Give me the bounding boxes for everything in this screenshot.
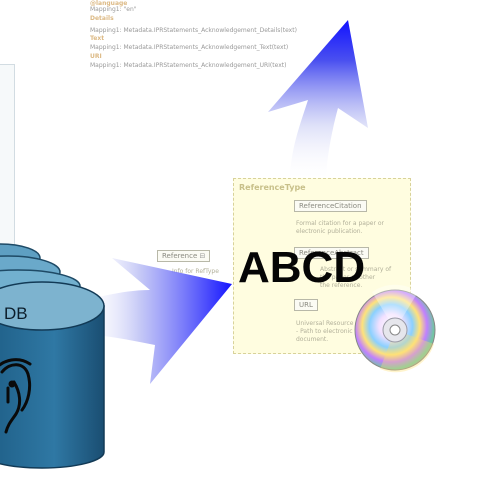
mapping-key-text: Text xyxy=(90,35,105,42)
mapping-key-details: Details xyxy=(90,15,114,22)
database-icon xyxy=(0,243,105,469)
schema-type-title: ReferenceType xyxy=(239,183,306,192)
mapping-value: Mapping1: Metadata.IPRStatements_Acknowl… xyxy=(90,62,287,69)
schema-element-desc: Universal Resource Locator- Path to elec… xyxy=(296,320,378,343)
arrow-up-icon xyxy=(268,20,368,182)
arrow-right-icon xyxy=(78,258,232,384)
cd-disc-icon xyxy=(354,284,436,373)
schema-element-reference-citation: ReferenceCitation xyxy=(294,200,367,212)
schema-element-url: URL xyxy=(294,299,318,311)
elephant-icon xyxy=(0,358,32,434)
abcd-overlay-text: ABCD xyxy=(238,243,366,292)
mapping-key-uri: URI xyxy=(90,53,102,60)
mapping-key-language: @language xyxy=(90,0,128,7)
mapping-value: Mapping1: "en" xyxy=(90,6,137,13)
database-label: DB xyxy=(4,304,28,323)
mapping-panel: @language Mapping1: "en" Details Mapping… xyxy=(80,0,340,78)
schema-reference-element: Reference ⊟ xyxy=(157,250,211,262)
mapping-value: Mapping1: Metadata.IPRStatements_Acknowl… xyxy=(90,27,297,34)
schema-element-reference-abstract: ReferenceAbstract xyxy=(294,247,369,259)
mapping-value: Mapping1: Metadata.IPRStatements_Acknowl… xyxy=(90,44,289,51)
schema-reference-desc: Info for RefType xyxy=(172,268,219,275)
